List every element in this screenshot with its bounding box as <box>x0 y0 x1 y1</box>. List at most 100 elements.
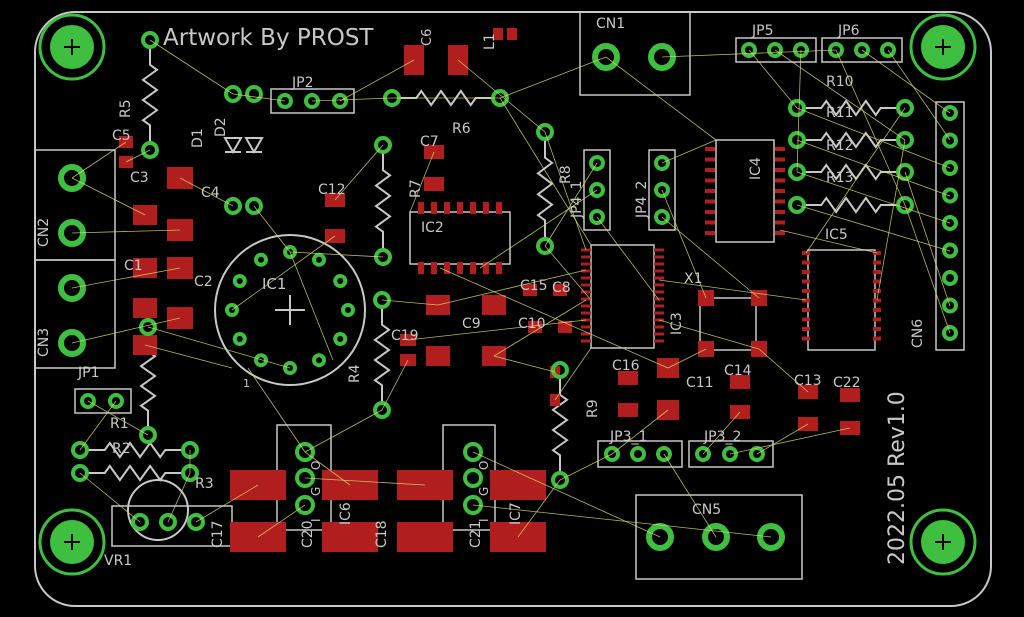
thru-hole-pad <box>854 42 870 58</box>
smd-pad <box>457 262 463 274</box>
airwire <box>304 451 351 486</box>
mounting-hole-ring <box>909 13 977 81</box>
airwire <box>71 141 127 179</box>
airwire <box>861 49 951 114</box>
label-cn5: CN5 <box>692 502 721 518</box>
smd-pad <box>418 262 424 274</box>
airwire <box>796 107 951 169</box>
smd-pad <box>496 262 502 274</box>
vr1-dial <box>127 479 189 541</box>
thru-hole-pad <box>283 361 297 375</box>
airwire <box>796 139 951 197</box>
thru-hole-pad <box>245 85 263 103</box>
airwire <box>479 189 598 269</box>
thru-hole-pad <box>880 42 896 58</box>
airwire <box>381 359 409 411</box>
thru-hole-pad <box>630 446 646 462</box>
smd-pad <box>483 262 489 274</box>
thru-hole-pad <box>896 196 914 214</box>
thru-hole-pad <box>654 182 670 198</box>
smd-pad <box>873 279 881 284</box>
thru-hole-pad <box>942 242 958 259</box>
thru-hole-pad <box>788 196 806 214</box>
airwire <box>702 411 741 455</box>
jp1-outline <box>74 388 132 414</box>
revision-label: 2022.05 Rev1.0 <box>885 391 910 565</box>
thru-hole-pad <box>312 252 326 267</box>
resistor-symbol <box>141 48 159 142</box>
smd-pad <box>654 339 664 343</box>
thru-hole-pad <box>942 325 958 341</box>
smd-pad <box>581 283 591 287</box>
airwire <box>796 171 951 224</box>
thru-hole-pad <box>333 274 348 288</box>
smd-pad <box>775 199 785 204</box>
smd-pad <box>654 248 664 252</box>
smd-pad <box>457 202 463 214</box>
label-c9: C9 <box>462 316 481 332</box>
jp3-1-outline <box>597 440 683 468</box>
jp4-2-outline <box>648 149 676 231</box>
diode-d2-symbol <box>244 137 264 155</box>
smd-pad <box>654 283 664 287</box>
label-c5: C5 <box>112 128 131 144</box>
smd-pad <box>418 202 424 214</box>
mounting-hole-ring <box>38 508 106 576</box>
smd-pad <box>654 269 664 273</box>
label-jp3-2: JP3_2 <box>703 429 741 445</box>
airwire <box>517 479 561 538</box>
label-r7: R7 <box>408 179 424 198</box>
airwire <box>437 269 587 306</box>
thru-hole-pad <box>942 160 958 176</box>
smd-pad <box>705 220 715 225</box>
thru-hole-pad <box>896 163 914 181</box>
label-r8: R8 <box>558 165 574 184</box>
jp6-outline <box>821 37 903 63</box>
label-cn6: CN6 <box>910 319 926 348</box>
resistor-symbol <box>805 196 897 214</box>
smd-pad <box>705 178 715 183</box>
airwire <box>79 400 117 451</box>
smd-pad <box>775 178 785 183</box>
thru-hole-pad <box>374 136 392 154</box>
smd-pad <box>581 332 591 336</box>
thru-hole-pad <box>254 252 268 267</box>
label-c3: C3 <box>130 170 149 186</box>
label-cn1: CN1 <box>596 16 625 32</box>
connector-pad <box>58 164 86 192</box>
smd-pad <box>802 317 810 322</box>
label-c2: C2 <box>194 274 213 290</box>
thru-hole-pad <box>788 131 806 149</box>
airwire <box>596 216 660 301</box>
label-d1: D1 <box>190 128 206 148</box>
smd-pad <box>840 388 860 402</box>
smd-pad <box>802 327 810 331</box>
smd-pad <box>802 279 810 284</box>
airwire <box>544 245 592 301</box>
label-ic7-pin-i: I <box>477 518 491 522</box>
airwire <box>554 347 592 401</box>
smd-pad <box>322 522 378 552</box>
smd-pad <box>802 260 810 265</box>
thru-hole-pad <box>332 93 348 109</box>
thru-hole-pad <box>463 468 483 488</box>
label-c14: C14 <box>724 363 752 379</box>
smd-pad <box>705 210 715 214</box>
smd-pad <box>431 262 437 274</box>
thru-hole-pad <box>654 209 670 225</box>
airwire <box>147 326 291 369</box>
label-ic3: IC3 <box>669 312 685 335</box>
smd-pad <box>553 284 567 296</box>
thru-hole-pad <box>245 197 263 215</box>
thru-hole-pad <box>139 426 157 444</box>
label-c20: C20 <box>300 520 316 548</box>
label-r11: R11 <box>826 105 854 121</box>
label-c7: C7 <box>420 134 439 150</box>
resistor-symbol <box>805 99 897 117</box>
label-c21: C21 <box>468 520 484 548</box>
thru-hole-pad <box>656 446 672 462</box>
thru-hole-pad <box>942 215 958 231</box>
smd-pad <box>496 202 502 214</box>
smd-pad <box>654 325 664 329</box>
resistor-symbol <box>536 140 554 238</box>
